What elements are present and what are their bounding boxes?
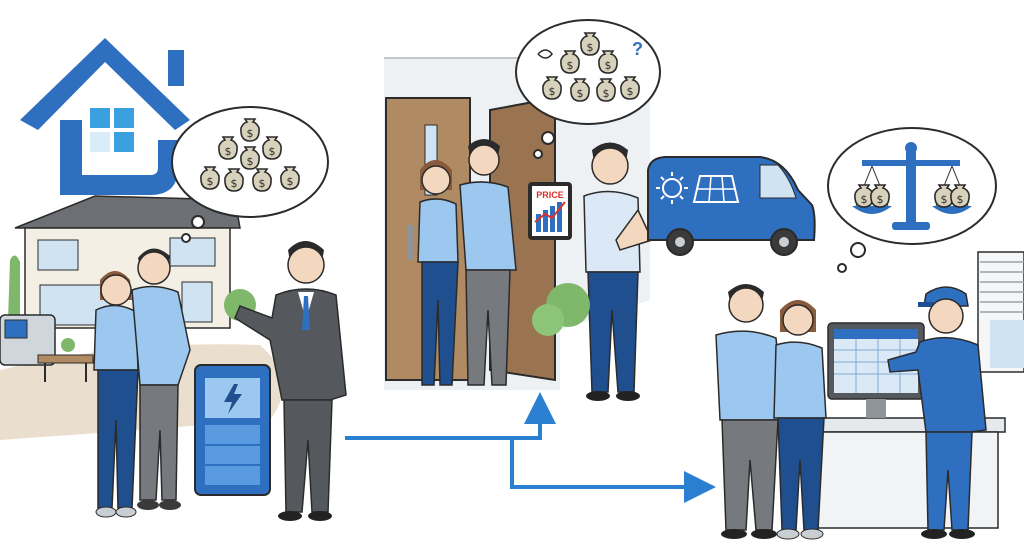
salesman-in-suit bbox=[234, 241, 347, 521]
man-figure-right bbox=[715, 284, 785, 539]
battery-bolt-icon bbox=[194, 364, 271, 496]
scale-thought-bubble bbox=[827, 127, 997, 273]
house-building bbox=[8, 195, 256, 329]
man-figure-middle bbox=[459, 139, 517, 386]
sun-icon bbox=[656, 172, 688, 204]
middle-scene: ? PRICE bbox=[384, 19, 661, 401]
solar-panel-icon bbox=[692, 175, 740, 203]
arrow-to-consult bbox=[510, 438, 716, 503]
question-mark: ? bbox=[632, 39, 643, 59]
arrow-to-door bbox=[345, 392, 556, 440]
solar-salesman: PRICE bbox=[528, 142, 654, 401]
money-thought-bubble-1 bbox=[171, 106, 329, 243]
woman-figure-right bbox=[773, 300, 827, 540]
price-tablet: PRICE bbox=[528, 182, 572, 240]
man-figure-left bbox=[131, 248, 191, 510]
balance-scale-icon bbox=[852, 142, 972, 230]
house-logo-icon bbox=[20, 38, 190, 195]
technician-figure bbox=[887, 286, 987, 539]
solar-van bbox=[647, 156, 816, 256]
right-scene bbox=[715, 127, 1024, 540]
window-blinds bbox=[977, 251, 1024, 373]
woman-figure-left bbox=[93, 271, 139, 518]
tablet-price-label: PRICE bbox=[536, 190, 564, 200]
flow-arrows bbox=[345, 392, 716, 503]
woman-figure-middle bbox=[417, 160, 459, 386]
money-thought-bubble-2: ? bbox=[515, 19, 661, 159]
left-scene bbox=[0, 38, 347, 521]
price-chart-icon bbox=[534, 201, 566, 232]
